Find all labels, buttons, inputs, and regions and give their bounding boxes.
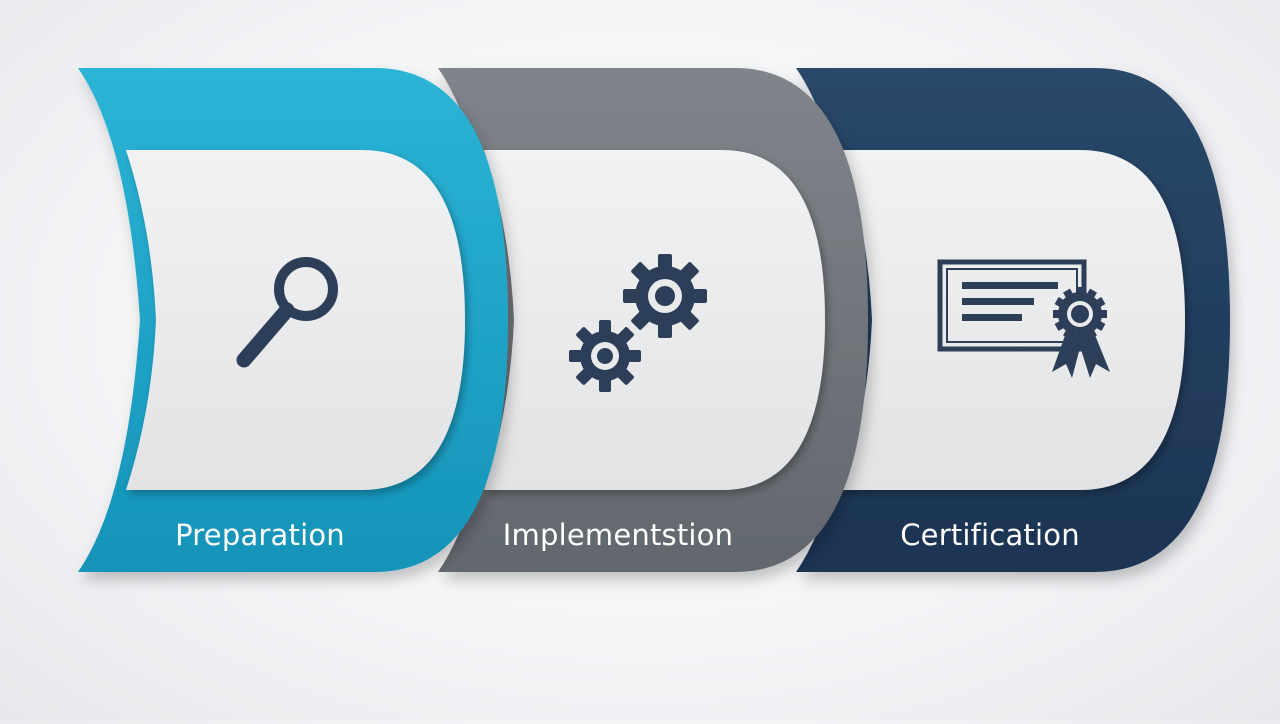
gear-small-icon bbox=[569, 320, 641, 392]
step-preparation-label: Preparation bbox=[175, 518, 345, 552]
gear-large-icon bbox=[623, 254, 707, 338]
award-badge-icon bbox=[1052, 287, 1110, 378]
step-certification-label: Certification bbox=[900, 518, 1080, 552]
magnifier-icon bbox=[236, 257, 338, 368]
certificate-icon bbox=[937, 259, 1110, 378]
gears-icon bbox=[569, 254, 707, 392]
step-preparation-panel bbox=[126, 150, 465, 490]
step-implementation-label: Implementstion bbox=[502, 518, 734, 552]
step-preparation bbox=[78, 68, 508, 572]
